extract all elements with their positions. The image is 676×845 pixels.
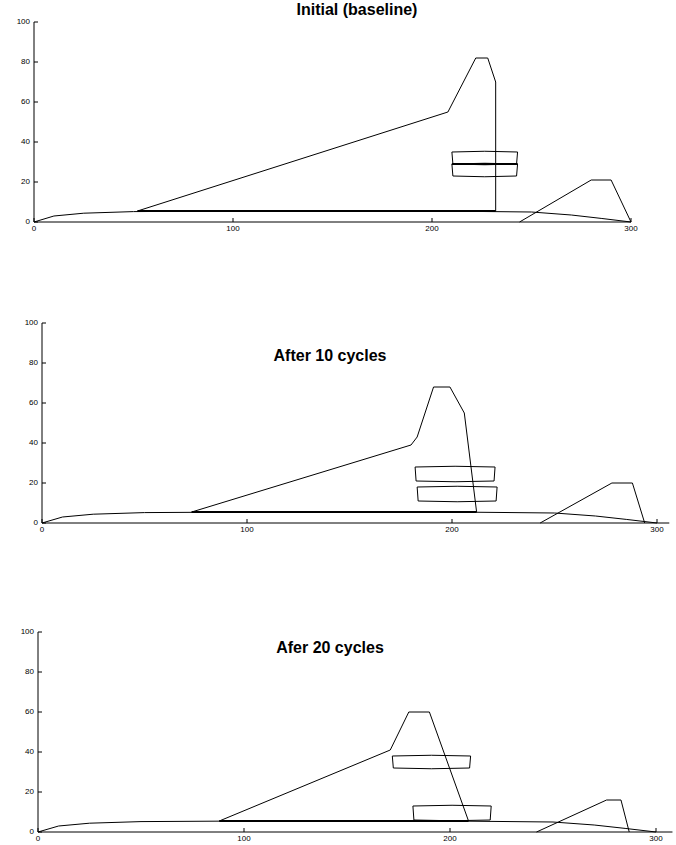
tick-mark [244,828,245,832]
panel-title: Initial (baseline) [297,2,418,18]
tick-mark [657,519,658,523]
panel-title: Afer 20 cycles [276,640,384,656]
tick-mark [34,142,38,143]
tick-label: 0 [26,218,30,226]
tick-mark [42,323,46,324]
tail-outline [520,180,631,222]
tick-label: 100 [21,628,34,636]
tick-label: 80 [21,58,30,66]
tick-label: 300 [649,835,662,843]
tick-label: 0 [32,225,36,233]
tick-label: 300 [624,225,637,233]
nacelle-outline [413,805,491,821]
nacelle-outline [392,755,470,769]
tick-mark [34,102,38,103]
panel [34,22,631,222]
fuselage-outline [38,821,656,832]
tick-label: 0 [34,519,38,527]
tail-outline [537,800,630,832]
tick-mark [247,519,248,523]
tick-label: 80 [25,668,34,676]
tick-label: 200 [425,225,438,233]
tick-label: 100 [237,835,250,843]
tick-label: 100 [226,225,239,233]
tick-label: 80 [29,359,38,367]
wing-outline [219,712,468,821]
wing-root [192,511,477,513]
tick-mark [233,218,234,222]
panel [42,323,669,523]
wing-outline [137,58,495,211]
tick-label: 20 [21,178,30,186]
tick-label: 20 [25,788,34,796]
tick-mark [42,443,46,444]
wing-outline [192,387,477,512]
tick-label: 40 [29,439,38,447]
tick-label: 20 [29,479,38,487]
axis-line [38,632,672,832]
tick-mark [38,752,42,753]
tick-mark [42,483,46,484]
tick-mark [34,22,38,23]
fuselage-outline [42,512,657,523]
tick-mark [42,363,46,364]
tick-mark [38,792,42,793]
tick-mark [452,519,453,523]
tick-label: 40 [21,138,30,146]
tail-outline [540,483,645,523]
tick-label: 200 [445,526,458,534]
wing-root [137,210,495,212]
tick-mark [34,182,38,183]
tick-label: 100 [17,18,30,26]
tick-mark [432,218,433,222]
fuselage-outline [34,211,631,222]
tick-label: 200 [443,835,456,843]
axis-line [34,22,631,222]
nacelle-divider [452,163,518,165]
tick-label: 60 [21,98,30,106]
tick-label: 100 [25,319,38,327]
tick-label: 0 [30,828,34,836]
axis-line [42,323,669,523]
tick-label: 0 [40,526,44,534]
nacelle-outline [452,163,518,177]
tick-mark [450,828,451,832]
tick-label: 100 [240,526,253,534]
panel-title: After 10 cycles [274,348,387,364]
tick-mark [656,828,657,832]
tick-label: 40 [25,748,34,756]
tick-mark [38,672,42,673]
tick-mark [38,712,42,713]
tick-label: 0 [36,835,40,843]
tick-mark [42,403,46,404]
tick-mark [34,62,38,63]
tick-label: 60 [29,399,38,407]
nacelle-outline [415,466,495,482]
nacelle-outline [417,486,497,502]
nacelle-outline [452,151,518,165]
tick-label: 60 [25,708,34,716]
tick-label: 300 [650,526,663,534]
panel [38,632,672,832]
tick-mark [38,632,42,633]
